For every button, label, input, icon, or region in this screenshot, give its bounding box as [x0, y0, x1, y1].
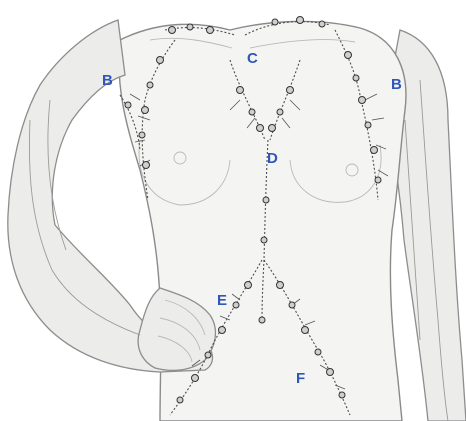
label-c: C — [247, 51, 258, 66]
label-d: D — [267, 151, 278, 166]
label-e: E — [217, 293, 227, 308]
label-b-right: B — [391, 77, 402, 92]
label-b-left: B — [102, 73, 113, 88]
label-f: F — [296, 371, 305, 386]
